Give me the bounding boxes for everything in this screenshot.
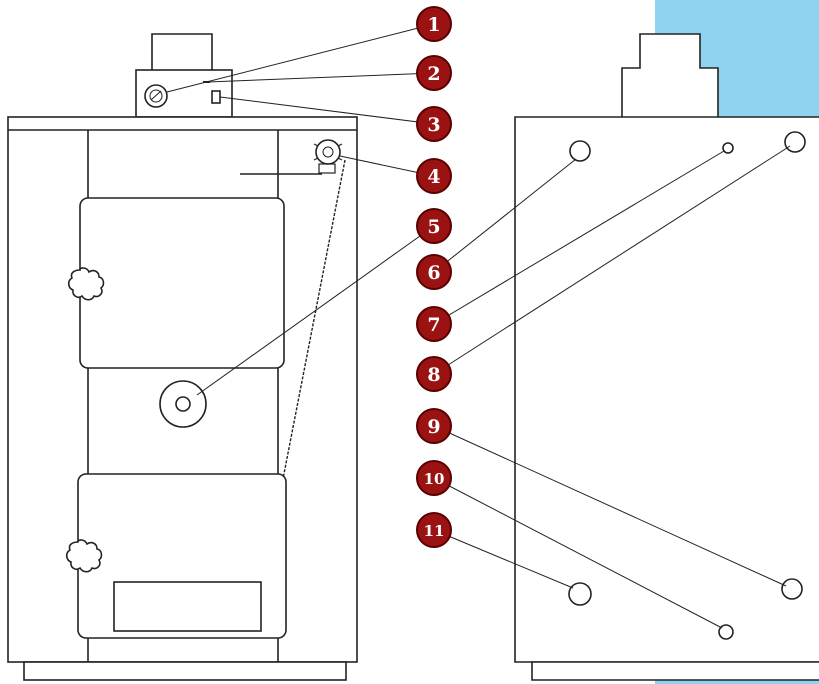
callout-badge-circle	[416, 208, 452, 244]
callout-badge-circle	[416, 512, 452, 548]
air-flap	[113, 581, 262, 632]
callout-badge-circle	[416, 306, 452, 342]
callout-number: 3	[427, 114, 440, 136]
upper-door-handle	[67, 267, 105, 301]
callout-badge-circle	[416, 6, 452, 42]
callout-number: 6	[427, 262, 440, 284]
connection-9	[781, 578, 803, 600]
callout-badge-circle	[416, 356, 452, 392]
inspection-port	[159, 380, 207, 428]
callout-badge-4: 4	[416, 158, 452, 194]
callout-number: 5	[427, 216, 440, 238]
front-flue-pipe	[151, 33, 213, 70]
leader-lines	[166, 23, 791, 629]
callout-badge-circle	[416, 55, 452, 91]
upper-door	[79, 197, 285, 369]
side-base	[531, 661, 819, 681]
callout-badge-9: 9	[416, 408, 452, 444]
callout-badge-circle	[416, 408, 452, 444]
callout-number: 4	[427, 166, 440, 188]
callout-badge-circle	[416, 106, 452, 142]
lower-door-handle	[65, 539, 103, 573]
connection-11	[568, 582, 592, 606]
callout-badge-11: 11	[416, 512, 452, 548]
side-flue-pipe	[621, 33, 719, 117]
callout-badge-3: 3	[416, 106, 452, 142]
control-panel	[135, 69, 233, 118]
callout-number: 2	[427, 63, 440, 85]
connection-6	[569, 140, 591, 162]
callout-number: 8	[427, 364, 440, 386]
callout-number: 1	[427, 14, 440, 36]
callout-number: 9	[427, 416, 440, 438]
callout-number: 7	[427, 314, 440, 336]
connection-8	[784, 131, 806, 153]
callout-badge-circle	[416, 158, 452, 194]
front-view	[7, 33, 358, 681]
connection-7	[722, 142, 734, 154]
thermometer-gauge	[144, 84, 168, 108]
callout-badge-2: 2	[416, 55, 452, 91]
front-base	[23, 661, 347, 681]
callout-badge-1: 1	[416, 6, 452, 42]
connection-10	[718, 624, 734, 640]
callout-badge-6: 6	[416, 254, 452, 290]
callout-badge-5: 5	[416, 208, 452, 244]
callout-badge-7: 7	[416, 306, 452, 342]
callout-badges: 1 2 3 4 5 6 7 8 9 10 11	[416, 6, 452, 548]
callout-badge-10: 10	[416, 460, 452, 496]
callout-badge-circle	[416, 460, 452, 496]
callout-number: 10	[424, 470, 445, 488]
callout-number: 11	[424, 522, 445, 540]
callout-badge-8: 8	[416, 356, 452, 392]
callout-badge-circle	[416, 254, 452, 290]
side-view	[514, 33, 819, 681]
